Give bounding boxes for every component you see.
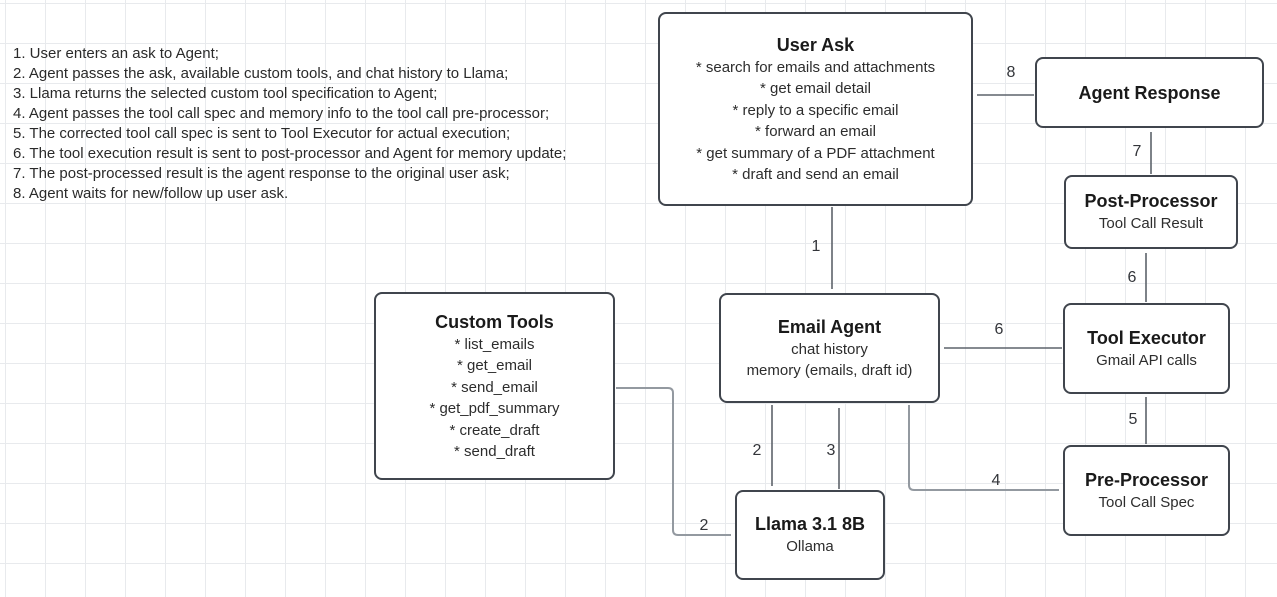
user-ask-item: * get summary of a PDF attachment	[696, 144, 935, 162]
note-step-5: 5. The corrected tool call spec is sent …	[13, 125, 511, 142]
user-ask-item: * search for emails and attachments	[695, 58, 936, 76]
email-agent-item: chat history	[791, 340, 868, 358]
custom-tools-item: * list_emails	[454, 335, 535, 353]
note-step-8: 8. Agent waits for new/follow up user as…	[13, 185, 289, 202]
arrow-custom-tools-to-llama	[616, 387, 731, 536]
node-tool-executor-subtitle: Gmail API calls	[1096, 351, 1197, 369]
note-step-1: 1. User enters an ask to Agent;	[13, 45, 219, 62]
node-post-processor: Post-Processor Tool Call Result	[1064, 175, 1238, 249]
node-post-processor-subtitle: Tool Call Result	[1098, 215, 1204, 233]
note-step-7: 7. The post-processed result is the agen…	[13, 165, 510, 182]
custom-tools-item: * send_email	[451, 378, 538, 396]
node-agent-response: Agent Response	[1035, 57, 1264, 128]
node-user-ask-title: User Ask	[776, 34, 855, 55]
edge-label-step-2-agent-llama: 2	[752, 442, 762, 459]
user-ask-item: * forward an email	[755, 123, 876, 140]
custom-tools-item: * create_draft	[449, 421, 540, 439]
edge-label-step-5: 5	[1128, 411, 1138, 428]
edge-label-step-2-tools-llama: 2	[699, 517, 709, 534]
edge-label-step-3: 3	[826, 442, 836, 459]
edge-label-step-7: 7	[1132, 143, 1142, 160]
node-pre-processor-subtitle: Tool Call Spec	[1098, 493, 1195, 511]
note-step-4: 4. Agent passes the tool call spec and m…	[13, 105, 550, 122]
node-email-agent-title: Email Agent	[777, 316, 882, 337]
user-ask-item: * get email detail	[760, 80, 871, 97]
edge-label-step-6-horizontal: 6	[994, 321, 1004, 338]
edge-label-step-4: 4	[991, 472, 1001, 489]
edge-label-step-8: 8	[1006, 64, 1016, 81]
node-agent-response-title: Agent Response	[1078, 82, 1221, 103]
user-ask-item: * draft and send an email	[732, 166, 899, 183]
node-custom-tools: Custom Tools * list_emails * get_email *…	[374, 292, 615, 480]
note-step-3: 3. Llama returns the selected custom too…	[13, 85, 438, 102]
custom-tools-item: * get_pdf_summary	[429, 400, 560, 417]
note-step-6: 6. The tool execution result is sent to …	[13, 145, 567, 162]
node-custom-tools-title: Custom Tools	[435, 311, 554, 332]
edge-label-step-6-vertical: 6	[1127, 269, 1137, 286]
node-post-processor-title: Post-Processor	[1084, 191, 1218, 212]
node-email-agent: Email Agent chat history memory (emails,…	[719, 293, 940, 403]
node-user-ask: User Ask * search for emails and attachm…	[658, 12, 973, 206]
edge-label-step-1: 1	[811, 238, 821, 255]
node-pre-processor: Pre-Processor Tool Call Spec	[1063, 445, 1230, 536]
custom-tools-item: * send_draft	[454, 443, 535, 460]
custom-tools-item: * get_email	[456, 357, 533, 374]
user-ask-item: * reply to a specific email	[732, 101, 899, 119]
node-tool-executor: Tool Executor Gmail API calls	[1063, 303, 1230, 394]
node-tool-executor-title: Tool Executor	[1087, 327, 1206, 348]
node-pre-processor-title: Pre-Processor	[1084, 469, 1209, 490]
step-notes: 1. User enters an ask to Agent; 2. Agent…	[13, 44, 566, 204]
arrow-email-agent-to-pre-processor	[908, 405, 1059, 491]
note-step-2: 2. Agent passes the ask, available custo…	[13, 65, 509, 82]
node-llama-subtitle: Ollama	[786, 538, 834, 556]
email-agent-item: memory (emails, draft id)	[746, 362, 913, 379]
node-llama-title: Llama 3.1 8B	[754, 514, 866, 535]
node-llama: Llama 3.1 8B Ollama	[735, 490, 885, 580]
